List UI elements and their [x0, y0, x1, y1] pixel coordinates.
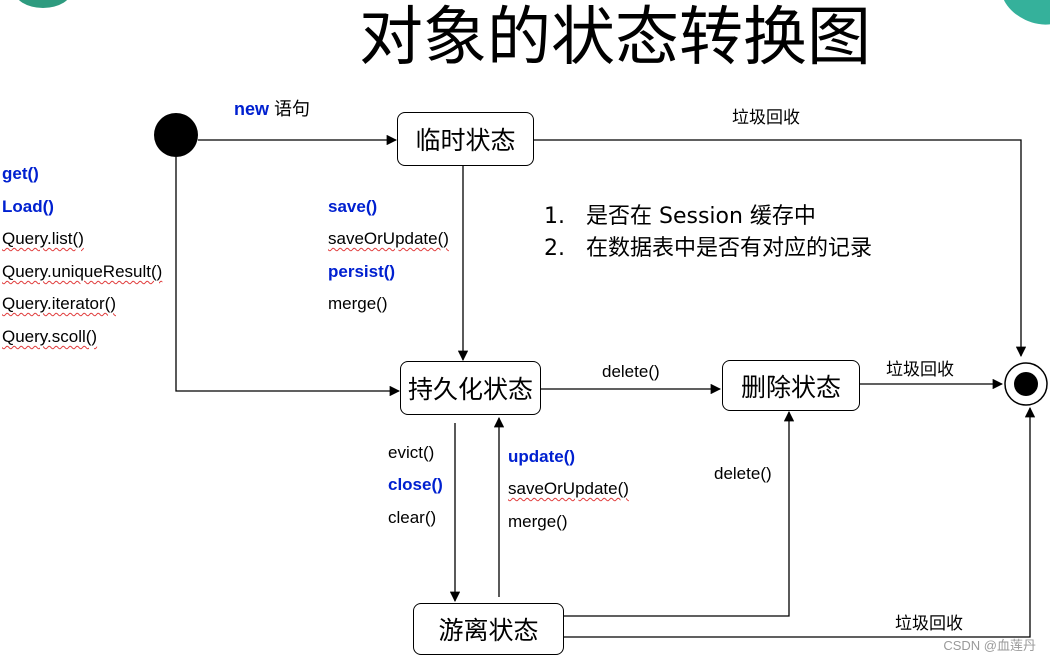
- decorative-corner-shape: [14, 0, 72, 8]
- note-text: 在数据表中是否有对应的记录: [586, 236, 873, 261]
- method-merge-detached: merge(): [508, 512, 568, 531]
- method-query-list: Query.list(): [2, 229, 84, 248]
- delete-label-persistent: delete(): [602, 362, 660, 381]
- method-get: get(): [2, 164, 39, 183]
- method-save: save(): [328, 197, 378, 216]
- delete-detached-transition: [564, 410, 795, 617]
- gc-label-mid: 垃圾回收: [886, 360, 954, 379]
- note-item: 1. 是否在 Session 缓存中: [544, 198, 816, 230]
- state-transient: 临时状态: [397, 112, 534, 166]
- state-detached: 游离状态: [413, 603, 564, 655]
- gc-label-top: 垃圾回收: [732, 108, 800, 127]
- note-number: 1.: [544, 204, 565, 229]
- method-persist: persist(): [328, 262, 396, 281]
- method-clear: clear(): [388, 508, 437, 527]
- note-text: 是否在 Session 缓存中: [586, 204, 816, 229]
- method-load: Load(): [2, 197, 54, 216]
- method-close: close(): [388, 475, 443, 494]
- statement-suffix: 语句: [269, 99, 311, 119]
- state-removed: 删除状态: [722, 360, 860, 411]
- note-number: 2.: [544, 236, 565, 261]
- watermark: CSDN @血莲丹: [943, 638, 1036, 653]
- method-query-scoll: Query.scoll(): [2, 327, 98, 346]
- initial-state-node: [154, 113, 198, 157]
- new-statement-label: new 语句: [234, 95, 310, 121]
- delete-label-detached: delete(): [714, 464, 772, 483]
- method-query-iterator: Query.iterator(): [2, 294, 116, 313]
- method-merge: merge(): [328, 294, 388, 313]
- note-item: 2. 在数据表中是否有对应的记录: [544, 230, 872, 262]
- query-transition: [175, 157, 401, 397]
- method-save-or-update: saveOrUpdate(): [328, 229, 449, 248]
- method-save-or-update-detached: saveOrUpdate(): [508, 479, 629, 498]
- page-title: 对象的状态转换图: [359, 1, 871, 75]
- gc-transition-bottom: [564, 406, 1036, 638]
- gc-transition-top: [534, 139, 1027, 358]
- state-persistent: 持久化状态: [400, 361, 541, 415]
- method-update: update(): [508, 447, 576, 466]
- gc-label-bottom: 垃圾回收: [895, 614, 963, 633]
- method-evict: evict(): [388, 443, 435, 462]
- method-query-unique-result: Query.uniqueResult(): [2, 262, 163, 281]
- new-keyword: new: [234, 99, 270, 119]
